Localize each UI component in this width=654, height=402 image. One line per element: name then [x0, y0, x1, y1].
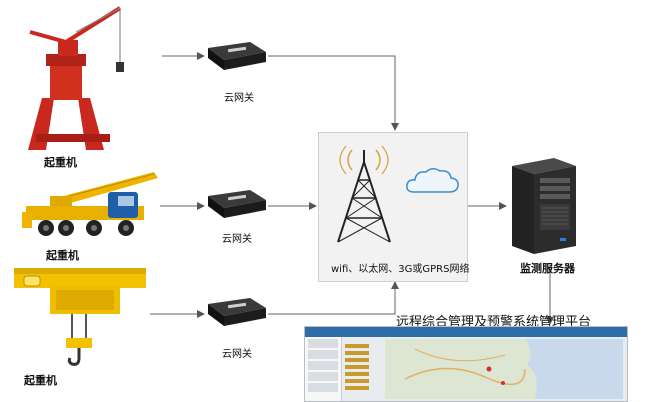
truck-crane-icon: [22, 172, 158, 236]
platform-screenshot: [304, 326, 628, 402]
network-box: [318, 132, 468, 282]
platform-sidebar: [305, 337, 342, 401]
line-gateway3-network: [268, 281, 399, 315]
gateway-label-1: 云网关: [224, 93, 254, 104]
server-tower-icon: [512, 158, 576, 254]
gateway-device-icon: [208, 298, 266, 326]
network-label: wifi、以太网、3G或GPRS网络: [331, 264, 470, 275]
cloud-icon: [406, 168, 459, 193]
portal-crane-icon: [28, 6, 124, 150]
platform-map: [385, 339, 623, 399]
line-gateway1-network: [268, 55, 399, 131]
gateway-device-icon: [208, 190, 266, 218]
platform-titlebar: [305, 327, 627, 337]
gateway-label-3: 云网关: [222, 349, 252, 360]
signal-tower-icon: [337, 145, 391, 243]
gateway-device-icon: [208, 42, 266, 70]
platform-tree: [343, 341, 383, 399]
overhead-hoist-icon: [14, 268, 146, 366]
crane-label-1: 起重机: [44, 156, 77, 169]
crane-label-2: 起重机: [46, 249, 79, 262]
server-label: 监测服务器: [520, 262, 575, 275]
gateway-label-2: 云网关: [222, 234, 252, 245]
crane-label-3: 起重机: [24, 374, 57, 387]
